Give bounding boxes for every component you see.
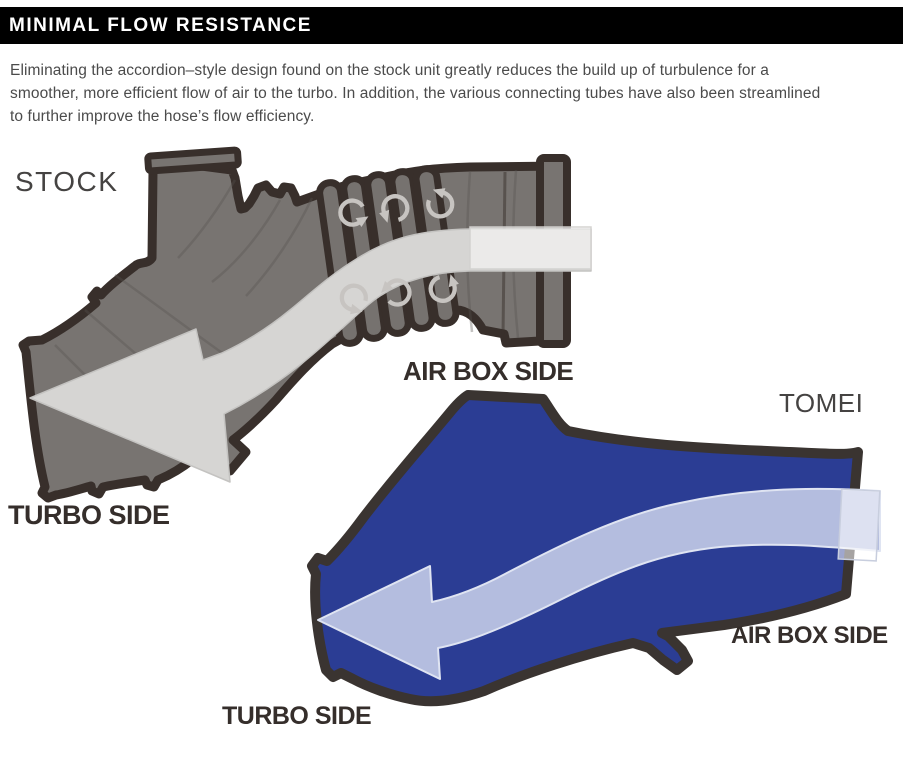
- description-paragraph: Eliminating the accordion–style design f…: [10, 59, 900, 128]
- tomei-flow-arrow: [317, 487, 881, 680]
- description-line: Eliminating the accordion–style design f…: [10, 62, 770, 79]
- stock-stub-lip: [144, 146, 242, 175]
- stock-flow-arrow: [29, 228, 592, 483]
- tomei-cross-section-box: [837, 488, 881, 562]
- section-title: MINIMAL FLOW RESISTANCE: [9, 15, 312, 36]
- section-header-bar: MINIMAL FLOW RESISTANCE: [0, 7, 903, 44]
- stock-airbox-side-label: AIR BOX SIDE: [403, 356, 574, 386]
- description-line: to further improve the hose’s flow effic…: [10, 108, 315, 125]
- stock-cross-section-box: [469, 226, 592, 270]
- description-line: smoother, more efficient flow of air to …: [10, 85, 821, 102]
- tomei-label: TOMEI: [779, 388, 864, 418]
- stock-label: STOCK: [15, 166, 119, 197]
- tomei-hose-illustration: [307, 390, 881, 707]
- stock-turbo-side-label: TURBO SIDE: [8, 500, 170, 530]
- tomei-airbox-side-label: AIR BOX SIDE: [731, 622, 888, 649]
- stock-hose-illustration: [18, 146, 592, 503]
- tomei-turbo-side-label: TURBO SIDE: [222, 702, 372, 730]
